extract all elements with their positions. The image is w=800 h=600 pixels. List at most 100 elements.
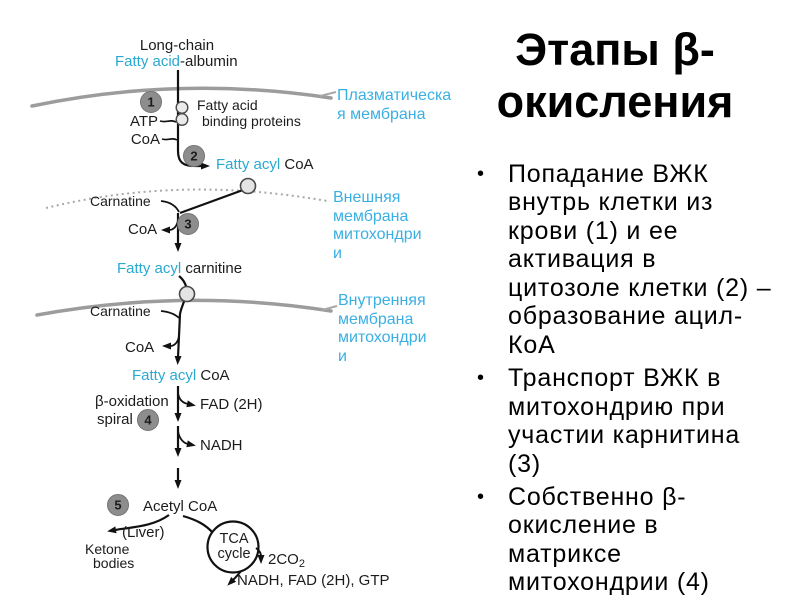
co2-subscript: 2 [299,558,305,570]
step-circle-5: 5 [107,494,129,516]
co2-main-part: 2CO [268,551,299,568]
inner-membrane-transporter-circle [178,285,196,303]
outer-membrane-label: Внешняя мембрана митохондри и [333,189,422,263]
bodies-label: bodies [93,555,134,571]
inner-membrane-label-tick [321,305,338,311]
coa-part-2: CoA [200,367,229,384]
fa-binding-proteins-line2: binding proteins [202,113,301,129]
outer-membrane-transporter-circle [239,177,257,195]
pathway-svg: 1 2 3 4 5 Long-chain Fatty acid-albumin … [30,37,390,589]
fatty-acyl-part-2: Fatty acyl [117,260,185,277]
fatty-acyl-part-3: Fatty acyl [132,367,200,384]
step-1-number: 1 [147,95,154,110]
bullet-1-line7: КоА [508,330,556,359]
binding-protein-circle-1 [175,100,189,114]
ketone-branch-arrow [107,514,170,534]
carnatine1-tick [160,200,180,213]
fatty-acid-albumin-label: Fatty acid-albumin [115,53,238,70]
beta-oxidation-label: β-oxidation [95,393,169,410]
slide-content-panel: Этапы β- окисления • Попадание ВЖК внутр… [454,0,800,600]
plasma-membrane-label-tick [319,91,337,97]
fatty-acyl-part-1: Fatty acyl [216,156,284,173]
plasma-membrane-label: Плазматическа я мембрана [337,87,451,124]
co2-arrow [255,547,265,564]
inner-membrane-label-line3: митохондри [338,329,427,346]
bullet-3-line4: митохондрии (4) [508,568,710,597]
outer-membrane-label-line4: и [333,244,342,262]
outer-membrane-dotted-line [45,188,328,209]
spiral-label: spiral [97,411,133,428]
step-3-number: 3 [184,217,191,232]
albumin-part: -albumin [180,53,238,70]
nadh-branch-arrow [177,430,196,448]
bullet-marker: • [477,367,485,390]
coa-release-arrow-1 [161,219,179,234]
step-circle-4: 4 [137,409,159,431]
plasma-membrane-label-line1: Плазматическа [337,87,452,104]
bullet-1-line2: внутрь клетки из [508,188,714,217]
inner-membrane-label-line1: Внутренняя [338,292,426,309]
bullet-3-line3: матриксе [508,539,622,568]
bullet-1-line4: активация в [508,245,657,274]
bullet-1-line3: крови (1) и ее [508,216,679,245]
bullet-1-line5: цитозоле клетки (2) – [508,273,772,302]
bullet-2-line2: митохондрию при [508,392,726,421]
bullet-2-line1: Транспорт ВЖК в [508,364,722,393]
coa-label-1: CoA [131,131,160,148]
step-5-number: 5 [114,498,121,513]
carnatine2-tick [160,310,180,319]
atp-label: ATP [130,113,158,130]
fatty-acid-part: Fatty acid [115,53,180,70]
bullet-list: • Попадание ВЖК внутрь клетки из крови (… [454,160,800,600]
nadh-label: NADH [200,437,243,454]
coa-label-3: CoA [125,339,154,356]
carnatine-label-1: Carnatine [90,193,151,209]
slide-title-line1: Этапы β- [515,24,715,75]
bullet-3-line2: окисление в [508,511,659,540]
step-circle-1: 1 [140,91,162,113]
step-4-number: 4 [144,413,152,428]
slide-title-line2: окисления [496,76,734,127]
bullet-1-line6: образование ацил- [508,302,744,331]
liver-label: (Liver) [122,524,165,541]
co2-label: 2CO2 [268,551,305,570]
fa-binding-proteins-line1: Fatty acid [197,97,258,113]
carnitine-part: carnitine [185,260,242,277]
fatty-acyl-coa-label-2: Fatty acyl CoA [132,367,230,384]
tca-label-line1: TCA [220,531,249,547]
bullet-2-text: Транспорт ВЖК в митохондрию при участии … [508,364,740,478]
fad-label: FAD (2H) [200,396,263,413]
step-circle-2: 2 [183,145,205,167]
tca-label-line2: cycle [217,546,250,562]
tca-products-label: NADH, FAD (2H), GTP [237,572,390,589]
step-circle-3: 3 [177,213,199,235]
ketone-label: Ketone [85,541,130,557]
bullet-3-text: Собственно β- окисление в матриксе митох… [508,483,710,597]
carnatine-label-2: Carnatine [90,303,151,319]
matrix-down-arrow [174,335,182,365]
inner-membrane-label: Внутренняя мембрана митохондри и [338,292,427,366]
fatty-acyl-coa-label-1: Fatty acyl CoA [216,156,314,173]
bullet-item-1: • Попадание ВЖК внутрь клетки из крови (… [454,160,800,359]
bullet-1-line1: Попадание ВЖК [508,160,709,188]
slide-title: Этапы β- окисления [454,24,776,128]
plasma-membrane-line [30,86,333,108]
tca-entry-curve [182,514,214,534]
bullet-marker: • [477,485,485,508]
bullet-2-line4: (3) [508,449,541,478]
coa-tick [161,138,178,141]
bullet-2-line3: участии карнитина [508,421,741,450]
plasma-membrane-label-line2: я мембрана [337,105,426,123]
coa-label-2: CoA [128,221,157,238]
inner-membrane-label-line4: и [338,347,347,365]
coa-part-1: CoA [284,156,313,173]
products-arrow [227,570,242,586]
fad-branch-arrow [177,392,196,408]
tca-cycle-circle [206,520,260,574]
outer-membrane-label-line2: мембрана [333,207,409,225]
bullet-marker: • [477,163,485,185]
long-chain-label: Long-chain [140,37,214,54]
outer-membrane-label-line3: митохондри [333,226,422,243]
bullet-1-text: Попадание ВЖК внутрь клетки из крови (1)… [508,160,771,359]
